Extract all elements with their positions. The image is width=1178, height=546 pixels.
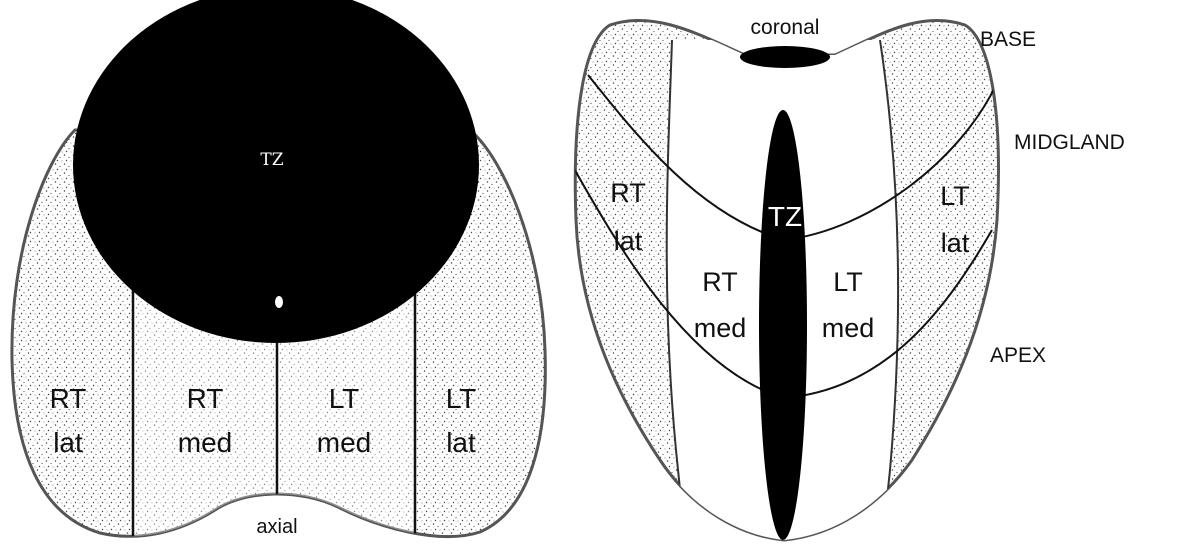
axial-lt-lat-label-1: LT — [446, 383, 477, 414]
axial-rt-lat-label-2: lat — [53, 427, 83, 458]
axial-view: TZ RT lat RT med LT med LT lat axial — [12, 0, 545, 546]
axial-rt-med-label-2: med — [178, 427, 232, 458]
axial-urethra-dot — [275, 296, 283, 308]
coronal-rt-med-label-2: med — [694, 313, 747, 343]
coronal-view: TZ coronal RT lat RT med LT med LT lat B… — [572, 16, 1125, 546]
coronal-tz-label: TZ — [768, 201, 802, 232]
axial-view-label: axial — [256, 516, 297, 538]
coronal-base-cap — [740, 46, 830, 68]
axial-transition-zone — [73, 0, 479, 343]
coronal-rt-lat-label-2: lat — [614, 226, 643, 256]
axial-lt-lat-label-2: lat — [446, 427, 476, 458]
coronal-lt-lat-label-1: LT — [940, 181, 970, 211]
coronal-rt-lat-label-1: RT — [610, 178, 646, 208]
coronal-level-midgland: MIDGLAND — [1014, 131, 1125, 154]
axial-rt-lat-label-1: RT — [50, 383, 87, 414]
coronal-lt-med-label-1: LT — [833, 267, 863, 297]
coronal-level-apex: APEX — [990, 344, 1046, 367]
coronal-level-base: BASE — [980, 28, 1036, 51]
axial-lt-med-label-1: LT — [329, 383, 360, 414]
coronal-view-label: coronal — [751, 16, 820, 39]
coronal-rt-med-label-1: RT — [702, 267, 738, 297]
coronal-transition-zone — [759, 110, 807, 540]
axial-lt-med-label-2: med — [317, 427, 371, 458]
axial-rt-med-label-1: RT — [187, 383, 224, 414]
coronal-lt-lat-label-2: lat — [941, 228, 970, 258]
axial-tz-label: TZ — [260, 150, 283, 170]
coronal-lt-med-label-2: med — [822, 313, 875, 343]
